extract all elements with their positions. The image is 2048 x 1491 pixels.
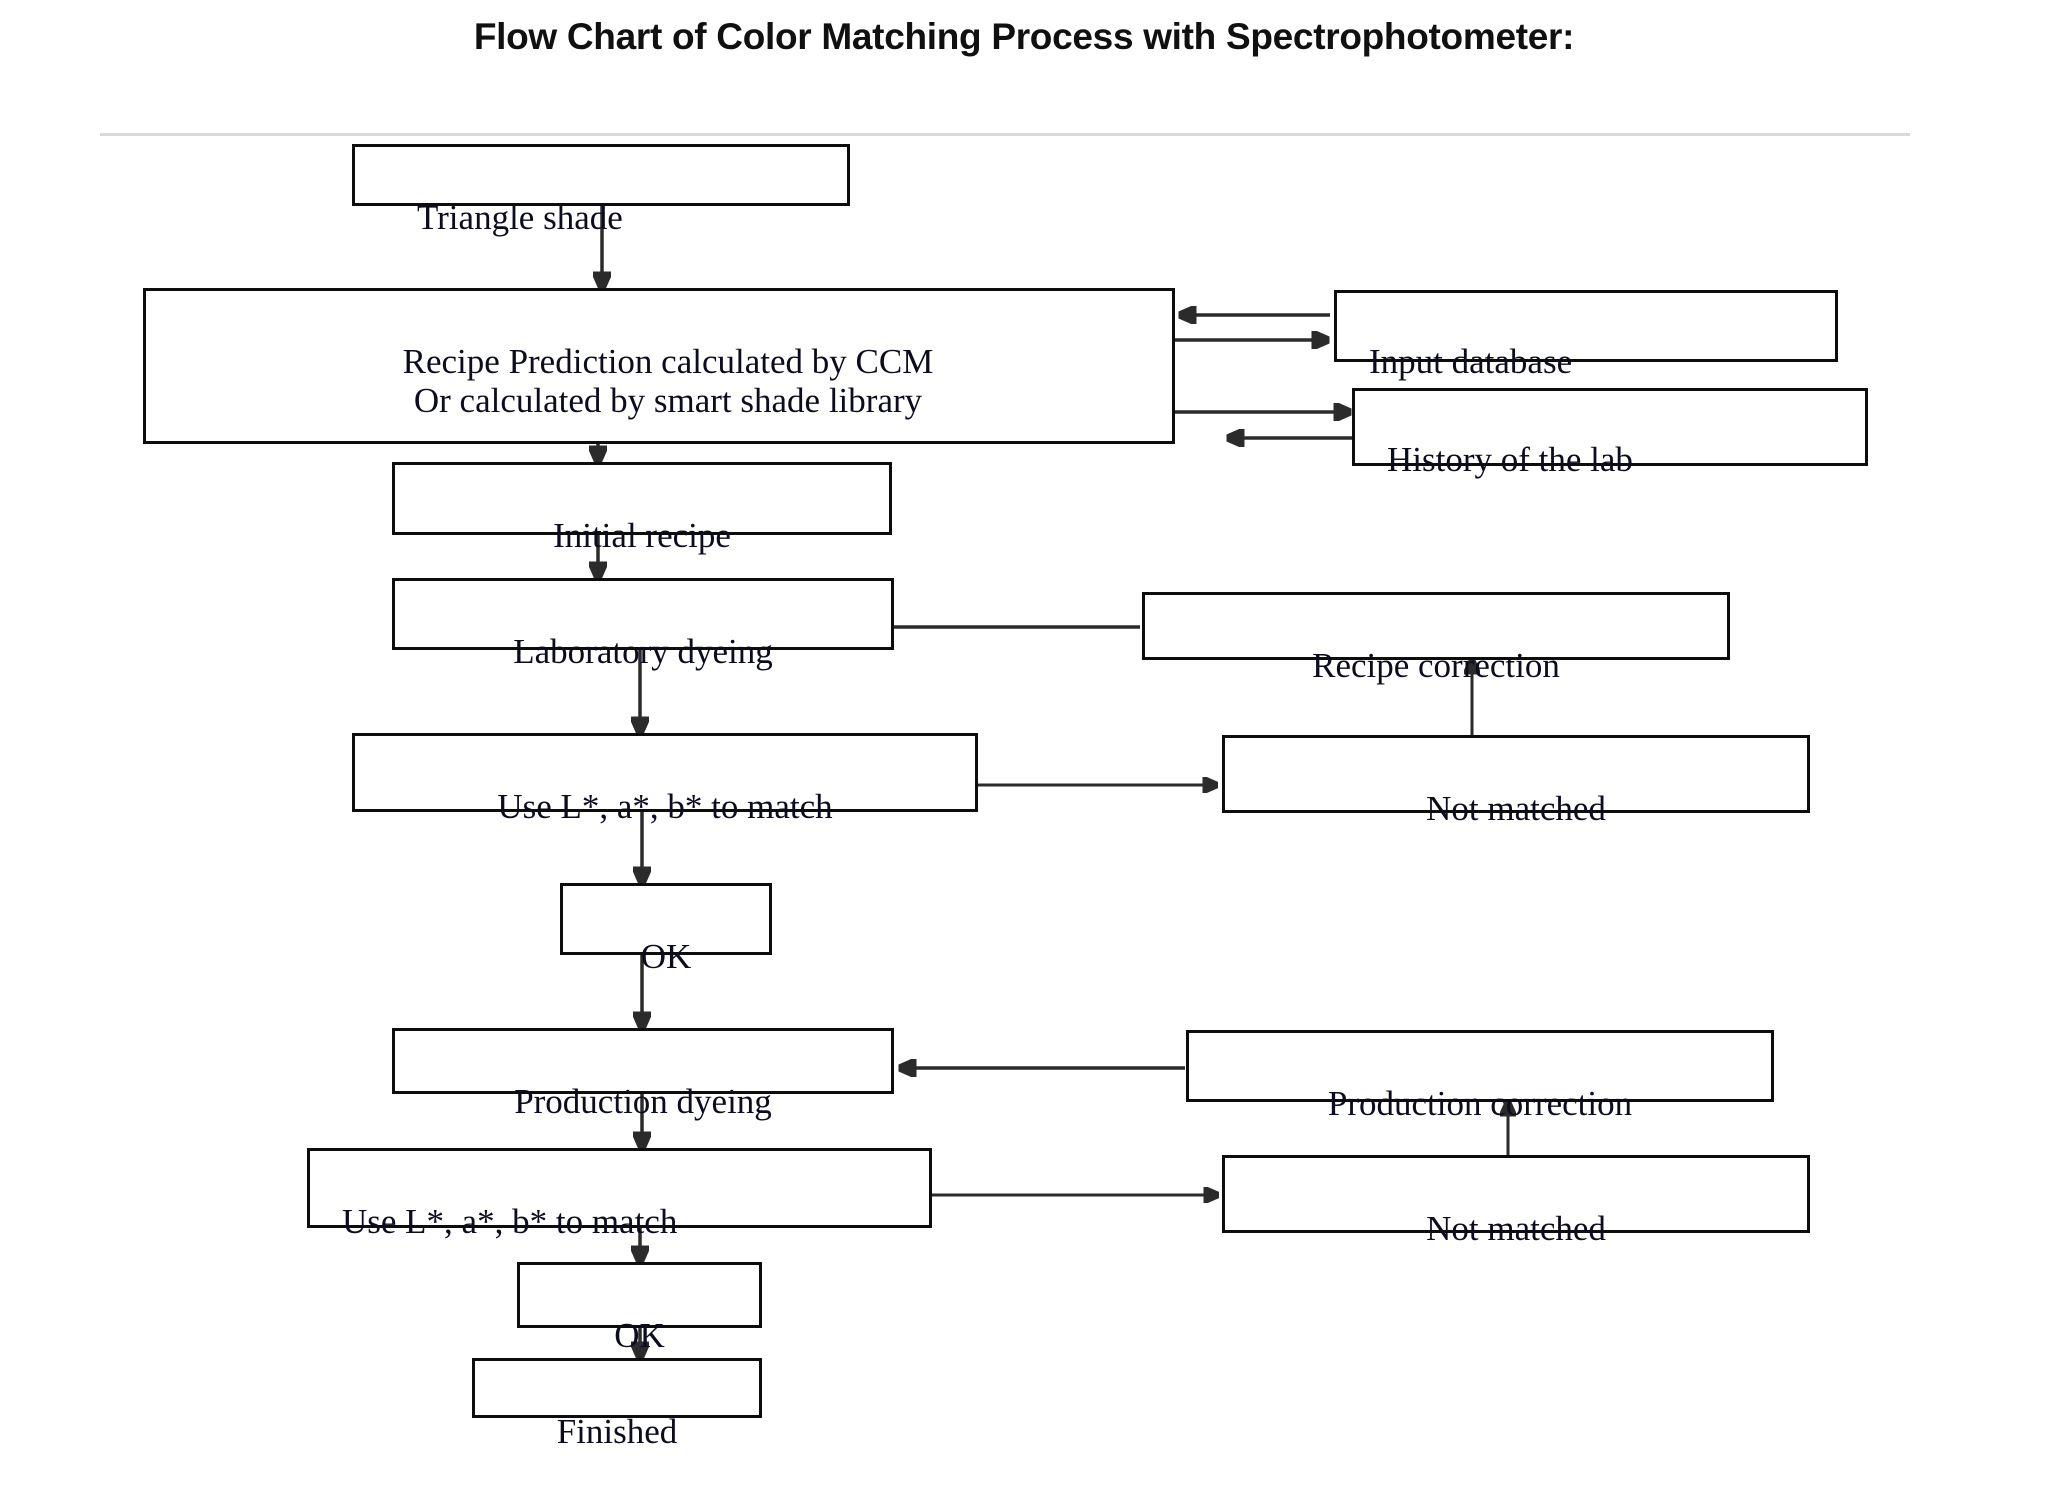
node-finished[interactable]: Finished <box>472 1358 762 1451</box>
node-production-correction[interactable]: Production correction <box>1186 1030 1774 1123</box>
node-label: Triangle shade <box>417 198 623 238</box>
node-lab-not-matched[interactable]: Not matched <box>1222 735 1810 828</box>
node-label: Finished <box>556 1412 678 1452</box>
node-initial-recipe[interactable]: Initial recipe <box>392 462 892 555</box>
flowchart-canvas: Triangle shade Recipe Prediction calcula… <box>143 144 1868 1451</box>
node-label: History of the lab <box>1387 440 1633 480</box>
node-lab-match[interactable]: Use L*, a*, b* to match <box>352 733 978 826</box>
node-input-database[interactable]: Input database <box>1334 290 1838 381</box>
node-label: Initial recipe <box>553 516 731 556</box>
node-label: OK <box>614 1316 665 1356</box>
node-production-dyeing[interactable]: Production dyeing <box>392 1028 894 1121</box>
node-production-not-matched[interactable]: Not matched <box>1222 1155 1810 1248</box>
page-title: Flow Chart of Color Matching Process wit… <box>473 16 1575 57</box>
node-label: Recipe correction <box>1312 646 1560 686</box>
node-label: Input database <box>1369 342 1573 382</box>
node-label: Production correction <box>1327 1084 1633 1124</box>
node-label: Recipe Prediction calculated by CCM Or c… <box>402 342 934 421</box>
node-label: Use L*, a*, b* to match <box>497 787 833 827</box>
node-label: Production dyeing <box>514 1082 772 1122</box>
node-label: Laboratory dyeing <box>513 632 773 672</box>
node-history-of-the-lab[interactable]: History of the lab <box>1352 388 1868 479</box>
node-production-ok[interactable]: OK <box>517 1262 762 1355</box>
node-triangle-shade[interactable]: Triangle shade <box>352 144 850 237</box>
node-production-match[interactable]: Use L*, a*, b* to match <box>307 1148 932 1241</box>
node-lab-ok[interactable]: OK <box>560 883 772 976</box>
header-divider <box>100 133 1910 136</box>
node-label: Use L*, a*, b* to match <box>342 1202 678 1242</box>
node-label: Not matched <box>1426 1209 1606 1249</box>
node-laboratory-dyeing[interactable]: Laboratory dyeing <box>392 578 894 671</box>
node-recipe-prediction[interactable]: Recipe Prediction calculated by CCM Or c… <box>143 288 1175 444</box>
node-recipe-correction[interactable]: Recipe correction <box>1142 592 1730 685</box>
node-label: Not matched <box>1426 789 1606 829</box>
node-label: OK <box>640 937 692 977</box>
